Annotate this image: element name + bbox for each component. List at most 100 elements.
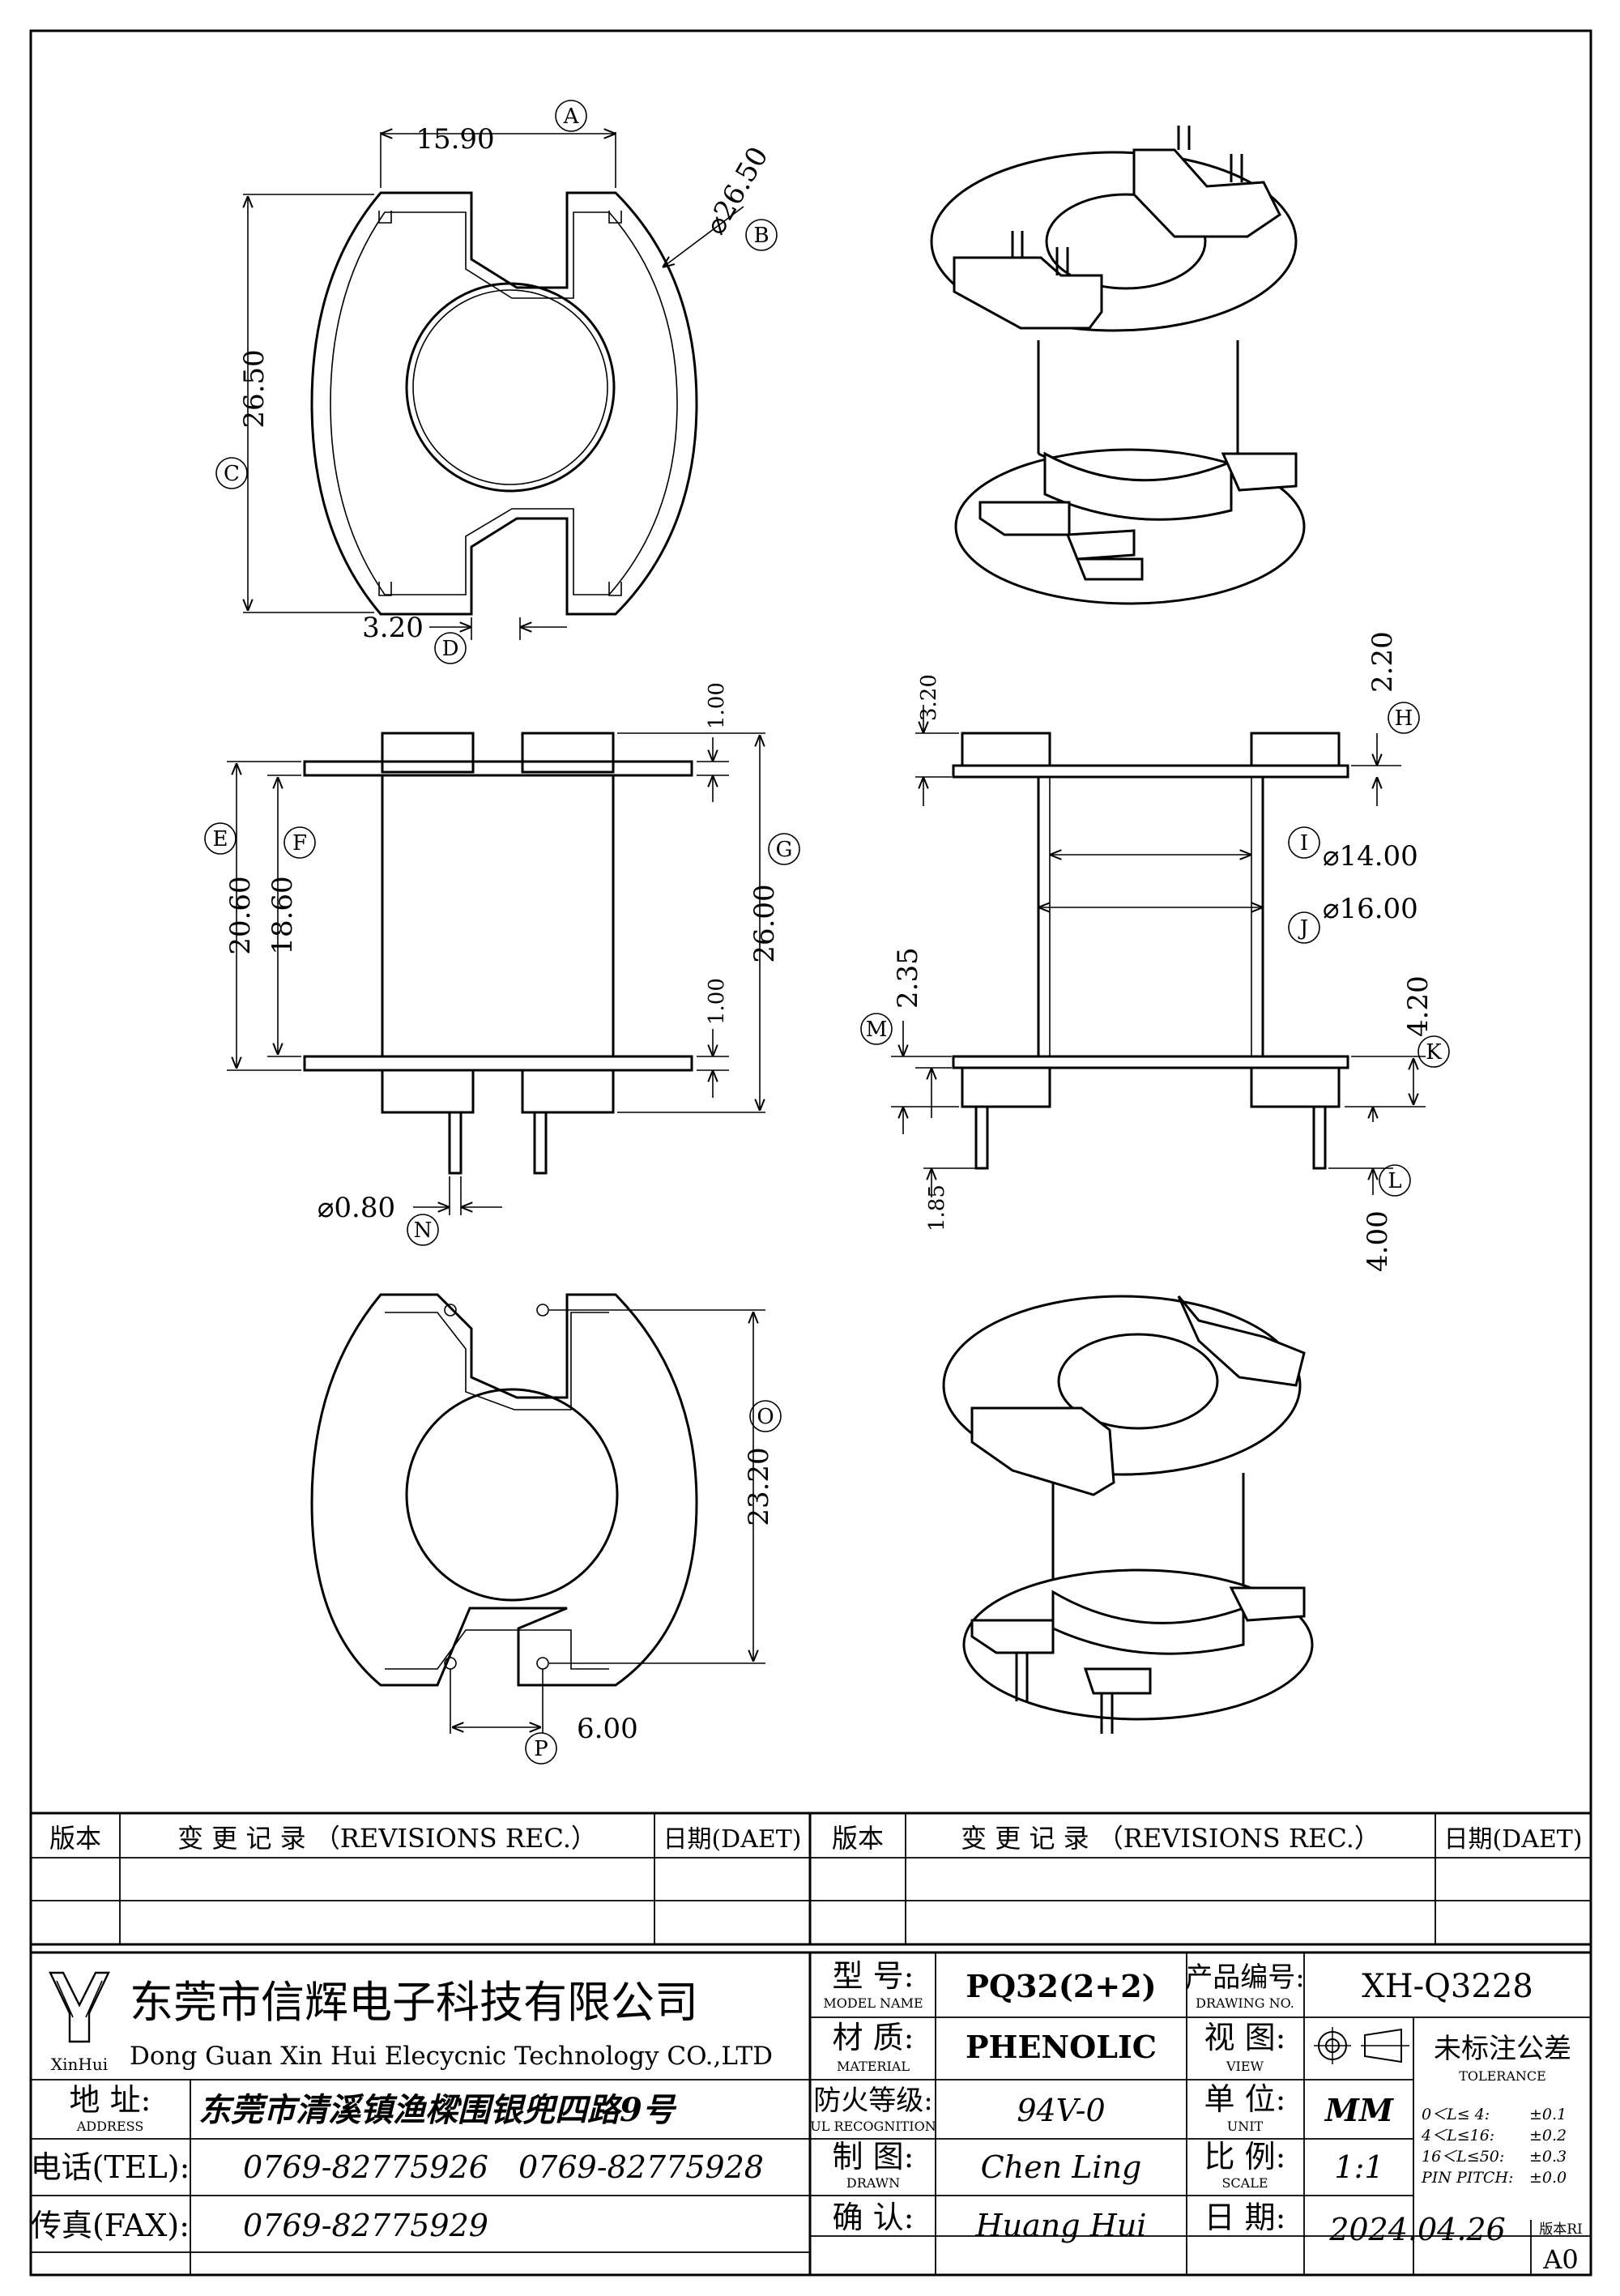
view-label-en: VIEW <box>1226 2059 1264 2074</box>
tolerance-range: PIN PITCH: <box>1421 2169 1513 2187</box>
fax-label: 传真(FAX): <box>31 2208 190 2243</box>
company-logo: XinHui <box>49 1971 110 2074</box>
drawing-no-label: 产品编号: <box>1185 1961 1304 1994</box>
label-F: F <box>292 831 307 856</box>
label-M: M <box>866 1018 888 1042</box>
dim-C: 26.50 <box>238 349 271 428</box>
tel-2: 0769-82775928 <box>518 2149 764 2185</box>
fax-number: 0769-82775929 <box>243 2208 488 2243</box>
label-C: C <box>224 462 240 486</box>
dim-P: 6.00 <box>577 1713 638 1745</box>
rev-col-date: 日期(DAET) <box>663 1825 801 1854</box>
revision-table: 版本 变 更 记 录 （REVISIONS REC.） 日期(DAET) 版本 … <box>29 1812 1592 1946</box>
dim-M: 2.35 <box>892 947 924 1009</box>
logo-text: XinHui <box>51 2055 108 2074</box>
label-H: H <box>1395 706 1413 731</box>
rev-col-version: 版本 <box>49 1823 101 1854</box>
tolerance-range: 16＜L≤50: <box>1422 2148 1504 2166</box>
iso-view-bottom <box>942 1295 1314 1734</box>
tel-label: 电话(TEL): <box>31 2149 190 2185</box>
checked-by: Huang Hui <box>975 2208 1147 2243</box>
company-name-en: Dong Guan Xin Hui Elecycnic Technology C… <box>130 2042 773 2071</box>
model-label: 型 号: <box>833 1958 914 1994</box>
dim-N: ⌀0.80 <box>318 1192 395 1224</box>
drawn-label-en: DRAWN <box>846 2175 900 2191</box>
material-label-en: MATERIAL <box>837 2059 910 2074</box>
title-block: XinHui 东莞市信辉电子科技有限公司 Dong Guan Xin Hui E… <box>29 1951 1592 2277</box>
dim-E: 20.60 <box>224 876 257 954</box>
projection-symbol-icon <box>1314 2027 1409 2064</box>
label-O: O <box>757 1405 774 1429</box>
unit-label-en: UNIT <box>1227 2119 1264 2134</box>
date-label: 日 期: <box>1204 2200 1286 2235</box>
dim-s1: 3.20 <box>917 674 941 721</box>
fire-rating-value: 94V-0 <box>1017 2093 1105 2128</box>
tolerance-label-en: TOLERANCE <box>1459 2068 1546 2084</box>
label-G: G <box>776 838 793 862</box>
label-B: B <box>753 224 769 248</box>
label-J: J <box>1298 916 1308 941</box>
dim-F: 18.60 <box>266 876 299 954</box>
model-label-en: MODEL NAME <box>823 1995 923 2011</box>
label-P: P <box>534 1737 548 1761</box>
tolerance-value: ±0.1 <box>1529 2106 1567 2123</box>
rev-col-version-2: 版本 <box>832 1823 884 1854</box>
dim-t1: 1.00 <box>705 682 729 729</box>
iso-view-top <box>930 126 1306 605</box>
label-D: D <box>442 637 459 661</box>
version-value: A0 <box>1542 2244 1578 2275</box>
tel-1: 0769-82775926 <box>243 2149 488 2185</box>
tolerance-label: 未标注公差 <box>1434 2033 1571 2065</box>
address-label-en: ADDRESS <box>76 2119 144 2134</box>
company-name-cn: 东莞市信辉电子科技有限公司 <box>130 1977 698 2028</box>
scale-label: 比 例: <box>1204 2139 1286 2174</box>
view-label: 视 图: <box>1204 2020 1286 2055</box>
model-name: PQ32(2+2) <box>966 1968 1156 2004</box>
company-address: 东莞市清溪镇渔樑围银兜四路9号 <box>198 2091 677 2129</box>
fire-rating-label-en: UL RECOGNITION <box>810 2119 936 2134</box>
dim-D: 3.20 <box>362 612 424 644</box>
rev-col-change: 变 更 记 录 （REVISIONS REC.） <box>177 1823 597 1854</box>
tolerance-range: 4＜L≤16: <box>1421 2127 1494 2144</box>
tolerance-value: ±0.2 <box>1529 2127 1567 2144</box>
label-L: L <box>1388 1169 1401 1193</box>
dim-I: ⌀14.00 <box>1323 840 1418 873</box>
label-A: A <box>563 105 580 129</box>
dim-L: 4.00 <box>1362 1210 1394 1272</box>
material-label: 材 质: <box>833 2020 914 2055</box>
drawing-no-label-en: DRAWING NO. <box>1196 1995 1294 2011</box>
dim-K: 4.20 <box>1402 975 1435 1037</box>
rev-col-change-2: 变 更 记 录 （REVISIONS REC.） <box>961 1823 1380 1854</box>
side-view <box>952 732 1349 1170</box>
tolerance-value: ±0.3 <box>1529 2148 1567 2166</box>
front-view <box>303 732 693 1175</box>
dim-A: 15.90 <box>416 123 494 156</box>
dim-O: 23.20 <box>743 1447 775 1526</box>
label-N: N <box>414 1218 433 1243</box>
tolerance-list: 0＜L≤ 4: ±0.1 4＜L≤16: ±0.2 16＜L≤50: ±0.3 … <box>1421 2106 1567 2187</box>
drawn-label: 制 图: <box>833 2139 914 2174</box>
fire-rating-label: 防火等级: <box>813 2085 932 2117</box>
scale-value: 1:1 <box>1334 2149 1383 2185</box>
scale-label-en: SCALE <box>1221 2175 1268 2191</box>
drawing-number: XH-Q3228 <box>1362 1968 1533 2005</box>
unit-label: 单 位: <box>1204 2081 1286 2117</box>
tolerance-range: 0＜L≤ 4: <box>1422 2106 1490 2123</box>
label-I: I <box>1300 831 1308 856</box>
dim-H: 2.20 <box>1366 631 1399 693</box>
dim-J: ⌀16.00 <box>1323 893 1418 925</box>
material-value: PHENOLIC <box>966 2029 1157 2065</box>
drawing-date: 2024.04.26 <box>1328 2212 1506 2247</box>
tolerance-value: ±0.0 <box>1529 2169 1567 2187</box>
address-label: 地 址: <box>70 2082 151 2118</box>
checked-label: 确 认: <box>833 2200 914 2235</box>
top-view <box>310 191 698 616</box>
label-E: E <box>213 827 228 851</box>
rev-col-date-2: 日期(DAET) <box>1443 1825 1582 1854</box>
dim-s2: 1.85 <box>925 1184 949 1231</box>
drawn-by: Chen Ling <box>981 2149 1142 2185</box>
dim-t2: 1.00 <box>705 978 729 1025</box>
unit-value: MM <box>1324 2092 1394 2128</box>
dim-G: 26.00 <box>748 884 781 962</box>
